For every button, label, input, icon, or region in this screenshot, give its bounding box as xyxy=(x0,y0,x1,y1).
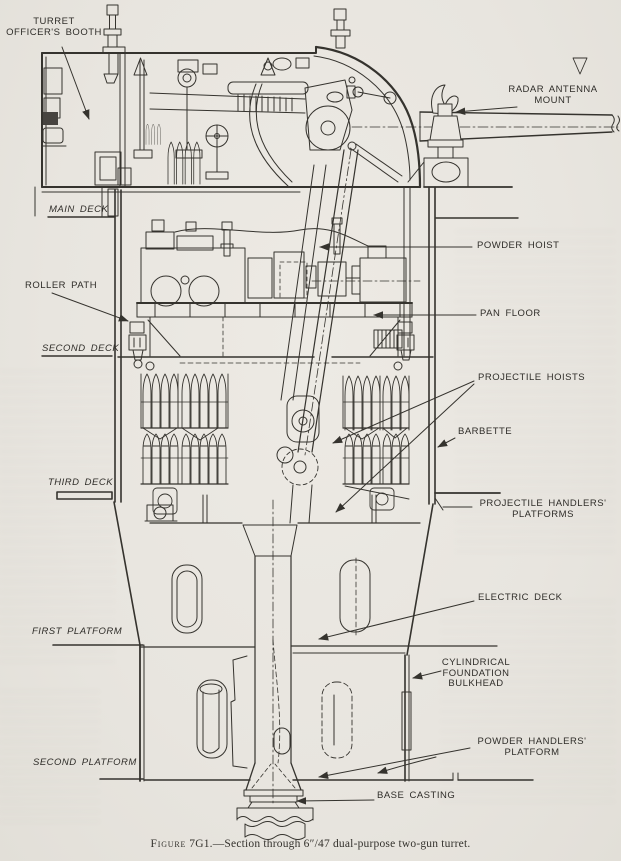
label-line: OFFICER'S BOOTH xyxy=(6,27,102,38)
label-base-casting: BASE CASTING xyxy=(377,790,456,801)
foundation-level xyxy=(99,644,534,782)
radar-antenna-mount-drawing xyxy=(407,84,469,188)
periscope xyxy=(330,8,351,49)
deck-lines xyxy=(34,186,519,364)
roof-vent xyxy=(572,57,588,75)
officers-booth-interior xyxy=(41,52,132,188)
figure-caption-text: —Section through 6″/47 dual-purpose two-… xyxy=(212,838,471,850)
leader-arrows xyxy=(51,46,518,805)
label-powder-hoist: POWDER HOIST xyxy=(477,240,560,251)
label-projectile-handlers-platforms: PROJECTILE HANDLERS' PLATFORMS xyxy=(468,498,618,520)
label-radar-antenna-mount: RADAR ANTENNA MOUNT xyxy=(492,84,614,106)
label-second-platform: SECOND PLATFORM xyxy=(33,757,137,768)
pan-floor-machinery xyxy=(136,217,421,371)
label-main-deck: MAIN DECK xyxy=(49,204,109,215)
label-projectile-hoists: PROJECTILE HOISTS xyxy=(478,372,586,383)
label-line: PLATFORM xyxy=(504,747,560,758)
base-casting-drawing xyxy=(236,762,314,840)
periscope xyxy=(102,4,126,84)
handling-room xyxy=(56,491,501,656)
label-electric-deck: ELECTRIC DECK xyxy=(478,592,563,603)
ready-service-shells xyxy=(145,123,201,185)
label-first-platform: FIRST PLATFORM xyxy=(32,626,123,637)
central-column xyxy=(230,499,298,807)
label-line: TURRET xyxy=(33,16,75,27)
powder-hoist-trunk xyxy=(280,149,359,456)
label-line: CYLINDRICAL xyxy=(441,657,511,668)
label-line: PROJECTILE HANDLERS' xyxy=(479,498,607,509)
projectile-hoist-lower xyxy=(276,395,320,524)
label-line: RADAR ANTENNA xyxy=(508,84,598,95)
label-third-deck: THIRD DECK xyxy=(48,477,114,488)
electric-deck-structure xyxy=(52,644,498,654)
label-roller-path: ROLLER PATH xyxy=(25,280,98,291)
gun-house xyxy=(41,4,588,193)
figure-caption: Figure 7G1.—Section through 6″/47 dual-p… xyxy=(0,838,621,850)
barbette-walls xyxy=(114,186,436,505)
figure-number: 7G1. xyxy=(189,838,213,850)
roller-path-assembly xyxy=(128,321,415,369)
gun-mechanism xyxy=(133,57,403,187)
roof-vent xyxy=(260,57,276,76)
gun-barrel xyxy=(351,111,620,142)
label-line: POWDER HANDLERS' xyxy=(477,736,587,747)
projectile-stowage xyxy=(140,373,410,515)
label-powder-handlers-platform: POWDER HANDLERS' PLATFORM xyxy=(468,736,596,758)
label-turret-officers-booth: TURRET OFFICER'S BOOTH xyxy=(2,16,106,38)
label-pan-floor: PAN FLOOR xyxy=(480,308,541,319)
label-cylindrical-foundation-bulkhead: CYLINDRICAL FOUNDATION BULKHEAD xyxy=(436,657,516,690)
label-line: BULKHEAD xyxy=(448,678,504,689)
label-line: MOUNT xyxy=(534,95,572,106)
label-barbette: BARBETTE xyxy=(458,426,513,437)
label-second-deck: SECOND DECK xyxy=(42,343,120,354)
figure-word: Figure xyxy=(150,838,187,850)
label-line: PLATFORMS xyxy=(512,509,574,520)
label-line: FOUNDATION xyxy=(442,667,510,679)
